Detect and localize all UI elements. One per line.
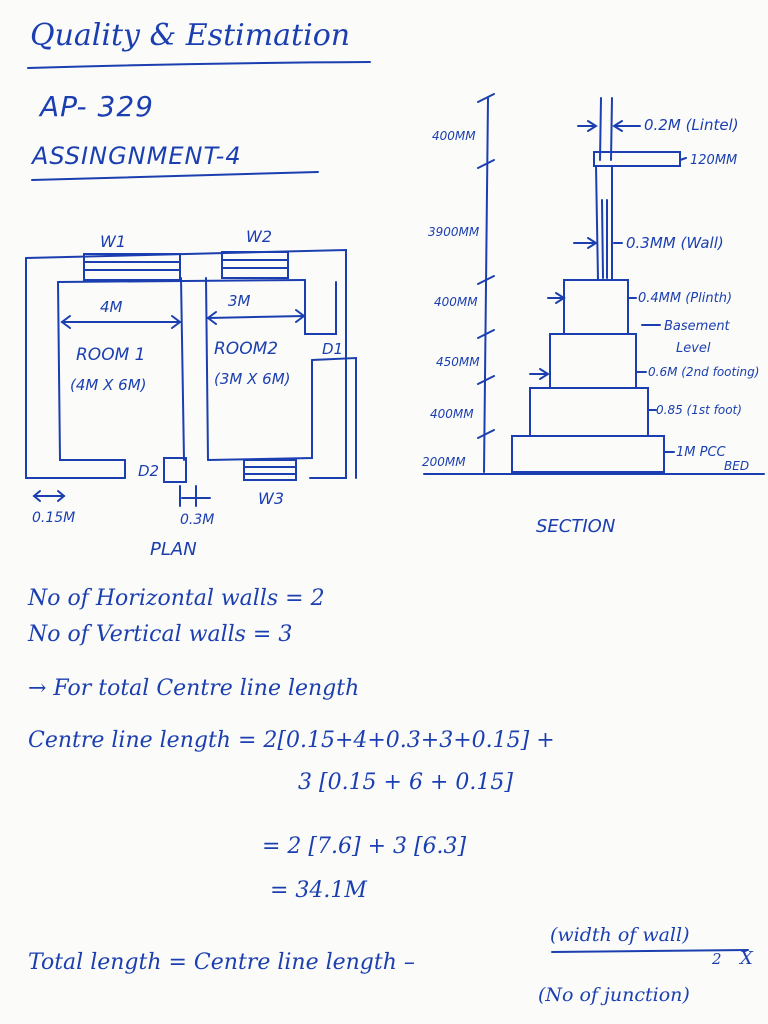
height-label-450: 450MM [436, 355, 480, 369]
room2-size: (3M X 6M) [214, 370, 291, 388]
calc-horizontal-walls: No of Horizontal walls = 2 [28, 586, 325, 611]
plan-caption: PLAN [150, 539, 197, 560]
calc-heading: → For total Centre line length [28, 676, 360, 701]
calc-total-length: Total length = Centre line length – [28, 950, 415, 975]
label-2nd-footing: 0.6M (2nd footing) [648, 365, 759, 379]
room1-width-label: 4M [100, 298, 123, 316]
calc-times-sign: X [740, 948, 753, 969]
assignment-underline [31, 171, 319, 181]
room1-size: (4M X 6M) [70, 376, 147, 394]
window-label-w1: W1 [100, 232, 126, 251]
room1-name: ROOM 1 [76, 345, 145, 365]
dim-arrow-3m [207, 315, 305, 319]
label-pcc: 1M PCC [676, 445, 727, 460]
course-code: AP- 329 [40, 90, 154, 123]
calc-vertical-walls: No of Vertical walls = 3 [28, 622, 293, 647]
page-title: Quality & Estimation [30, 18, 351, 53]
height-label-3900: 3900MM [428, 225, 480, 239]
room2-name: ROOM2 [214, 339, 278, 359]
label-lintel-depth: 120MM [690, 153, 737, 168]
assignment-title: ASSINGNMENT-4 [32, 142, 242, 170]
plan-drawing [25, 248, 357, 507]
window-label-w3: W3 [258, 489, 284, 508]
dim-label-015: 0.15M [32, 510, 75, 526]
height-label-400-footing: 400MM [430, 407, 474, 421]
title-underline [27, 61, 371, 69]
calc-width-of-wall: (width of wall) [550, 924, 690, 946]
height-label-400-top: 400MM [432, 129, 476, 143]
section-drawing [423, 93, 765, 475]
calc-centre-line-formula: Centre line length = 2[0.15+4+0.3+3+0.15… [28, 728, 555, 753]
door-label-d1: D1 [322, 340, 343, 358]
calc-centre-line-formula-2: 3 [0.15 + 6 + 0.15] [298, 770, 513, 795]
height-label-400-plinth: 400MM [434, 295, 478, 309]
room2-width-label: 3M [228, 292, 251, 310]
height-label-200: 200MM [422, 455, 466, 469]
door-label-d2: D2 [138, 462, 159, 480]
label-wall: 0.3MM (Wall) [626, 234, 724, 252]
calc-step: = 2 [7.6] + 3 [6.3] [262, 834, 467, 859]
calc-divisor: 2 [712, 950, 722, 968]
label-level: Level [676, 341, 711, 356]
fraction-bar [551, 949, 749, 953]
label-plinth: 0.4MM (Plinth) [638, 291, 732, 306]
label-basement: Basement [664, 319, 731, 334]
calc-junctions: (No of junction) [538, 984, 690, 1006]
calc-result: = 34.1M [270, 878, 367, 903]
label-bed: BED [724, 459, 749, 473]
label-1st-footing: 0.85 (1st foot) [656, 403, 742, 417]
section-caption: SECTION [536, 516, 615, 537]
label-lintel: 0.2M (Lintel) [644, 116, 739, 134]
window-label-w2: W2 [246, 227, 272, 246]
dim-label-03: 0.3M [180, 512, 214, 528]
